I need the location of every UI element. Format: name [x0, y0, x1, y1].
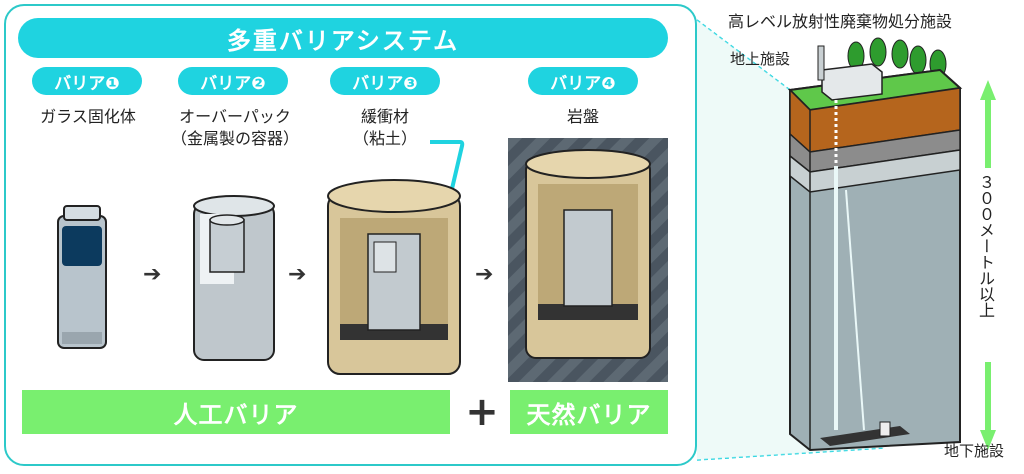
barrier-1-label-line1: ガラス固化体 [40, 107, 136, 126]
artificial-barrier-bar: 人工バリア [22, 390, 450, 434]
barrier-3-label: 緩衝材 （粘土） [345, 106, 425, 150]
tree-icons [847, 37, 947, 79]
glass-vitrified-illustration [57, 205, 107, 349]
barrier-4-badge: バリア❹ [528, 67, 638, 95]
arrow-1-icon: ➔ [143, 262, 162, 287]
bedrock-illustration [508, 138, 668, 382]
barrier-3-label-line1: 緩衝材 [360, 107, 409, 126]
barrier-2-label-line2: （金属製の容器） [170, 129, 299, 148]
facility-cross-section [787, 37, 963, 452]
arrow-2-icon: ➔ [288, 262, 307, 287]
depth-arrow-icon [980, 80, 996, 450]
buffer-clay-illustration [327, 179, 461, 375]
barrier-1-label: ガラス固化体 [28, 106, 148, 128]
arrow-3-icon: ➔ [475, 262, 494, 287]
barrier-3-badge: バリア❸ [330, 67, 440, 95]
barrier-4-label: 岩盤 [553, 106, 613, 128]
surface-facility-label: 地上施設 [730, 50, 791, 68]
plus-icon: + [465, 389, 499, 435]
overpack-illustration [193, 195, 275, 361]
barrier-2-label-line1: オーバーパック [179, 107, 291, 126]
underground-facility-label: 地下施設 [944, 442, 1005, 460]
facility-title: 高レベル放射性廃棄物処分施設 [728, 12, 953, 31]
barrier-3-label-line2: （粘土） [352, 129, 417, 148]
barrier-4-label-line1: 岩盤 [566, 107, 599, 126]
barrier-2-badge: バリア❷ [178, 67, 288, 95]
depth-label: ３００メートル以上 [976, 174, 995, 318]
system-title: 多重バリアシステム [18, 18, 668, 58]
natural-barrier-bar: 天然バリア [510, 390, 668, 434]
barrier-1-badge: バリア❶ [32, 67, 142, 95]
barrier-2-label: オーバーパック （金属製の容器） [160, 106, 310, 150]
